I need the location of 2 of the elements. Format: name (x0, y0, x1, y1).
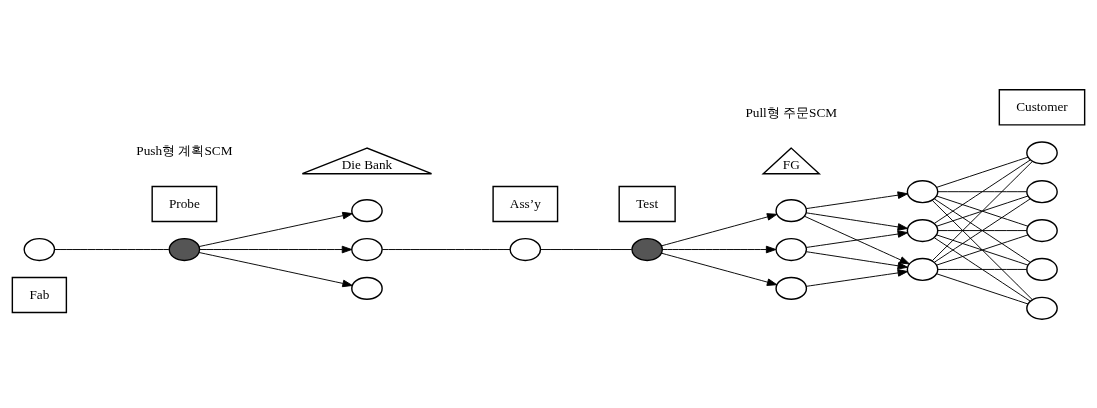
label: Push형 계획SCM (136, 142, 233, 158)
label: Pull형 주문SCM (745, 104, 838, 120)
